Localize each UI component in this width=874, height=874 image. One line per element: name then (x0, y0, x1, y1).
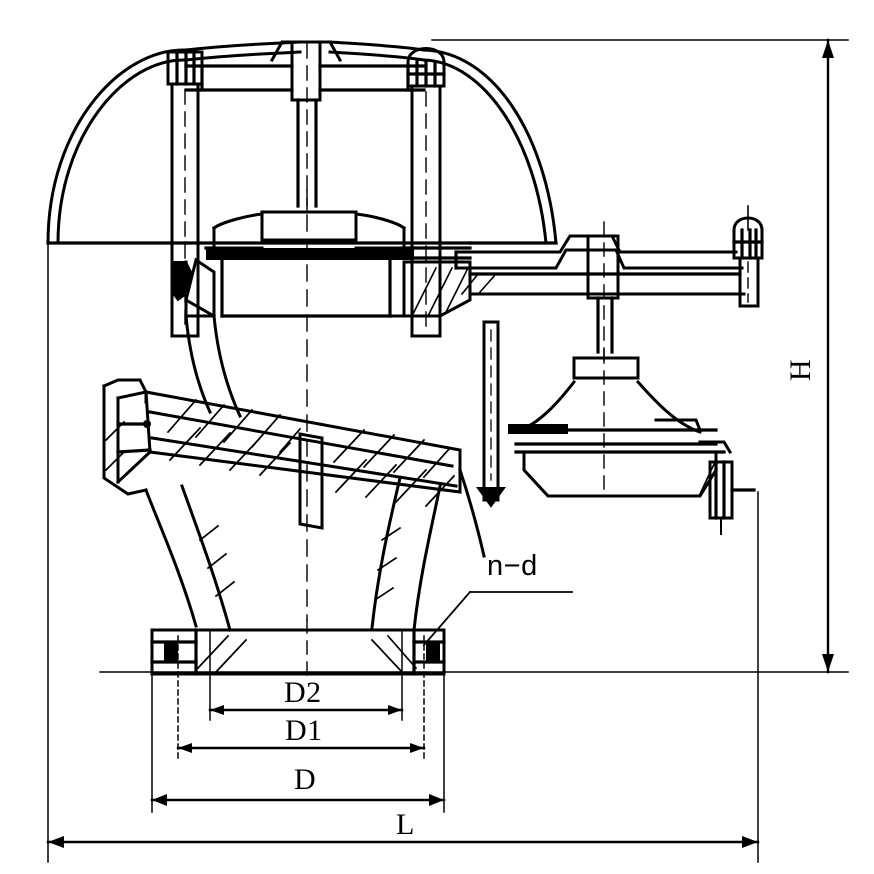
secondary-seat-bolt (708, 460, 756, 535)
dimension-label-h: H (784, 358, 818, 382)
upper-disc-assembly (204, 210, 416, 260)
central-stem-upper (296, 43, 318, 213)
dimension-arrows (46, 38, 834, 848)
valve-geometry (46, 38, 849, 863)
secondary-cover-nut (732, 205, 764, 308)
nd-leader-line (422, 590, 573, 647)
dome-top-boss (269, 40, 343, 102)
dimension-label-l: L (396, 808, 415, 841)
inclined-disc-body (102, 189, 462, 621)
dimension-label-nd: n−d (487, 550, 538, 582)
body-lower-cone (144, 468, 486, 632)
dome-cover (46, 40, 558, 245)
body-upper-flange (171, 241, 472, 319)
dimension-label-d2: D2 (284, 676, 322, 709)
secondary-valve-stem (508, 221, 718, 491)
right-bolt-column (406, 47, 446, 338)
internal-lever-rod (476, 320, 506, 508)
extension-lines (47, 39, 849, 863)
dimension-label-d: D (294, 763, 317, 796)
dimension-label-d1: D1 (285, 714, 323, 747)
upper-yoke-plate (184, 64, 426, 92)
